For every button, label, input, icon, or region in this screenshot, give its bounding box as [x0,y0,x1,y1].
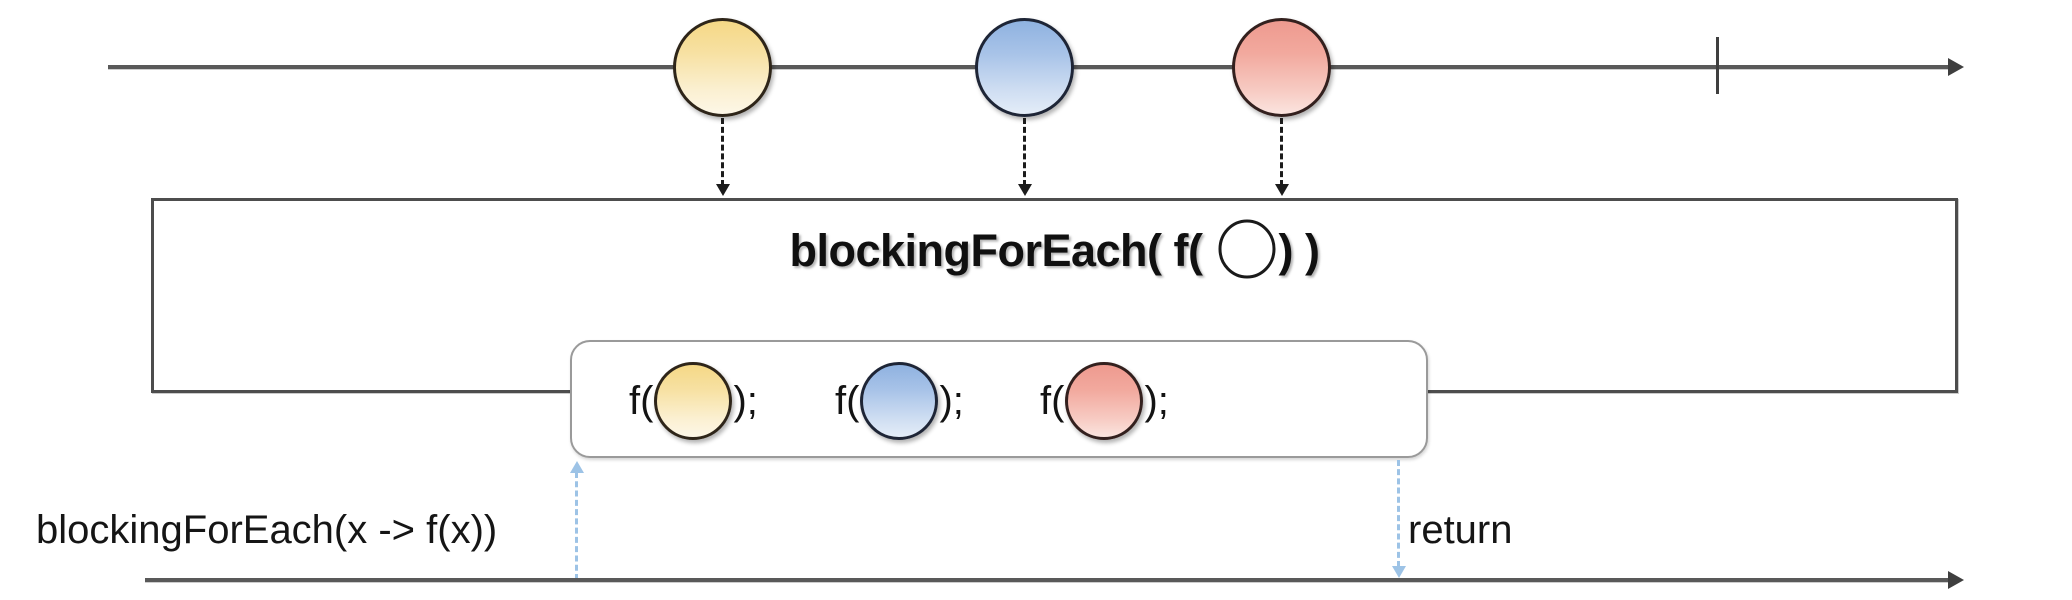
operator-label-prefix: blockingForEach( f( [789,225,1203,276]
source-marble-blue[interactable] [975,18,1074,117]
drop-arrow-yellow [716,184,730,196]
operator-label-suffix: ) ) [1278,225,1320,276]
drop-line-red [1280,118,1283,186]
inner-call-1-suffix: ); [733,378,758,423]
return-connector-arrowhead [1392,566,1406,578]
inner-call-item-3[interactable]: f( ); [1040,342,1169,460]
operator-hollow-marble-icon [1217,219,1277,279]
drop-line-blue [1023,118,1026,186]
inner-call-1-prefix: f( [629,378,654,423]
call-connector-line [575,472,578,580]
inner-call-item-2[interactable]: f( ); [835,342,964,460]
inner-call-2-prefix: f( [835,378,860,423]
return-connector-line [1397,460,1400,567]
inner-call-3-suffix: ); [1144,378,1169,423]
caller-invocation-label: blockingForEach(x -> f(x)) [36,508,498,552]
inner-call-1-marble-yellow [654,362,733,440]
return-label: return [1408,508,1513,552]
source-timeline-arrowhead [1948,58,1964,76]
caller-timeline-line [145,578,1956,582]
drop-arrow-blue [1018,184,1032,196]
drop-arrow-red [1275,184,1289,196]
source-marble-red[interactable] [1232,18,1331,117]
operator-label: blockingForEach( f( ) ) [154,219,1955,279]
inner-call-3-prefix: f( [1040,378,1065,423]
inner-call-box: f( ); f( ); f( ); [570,340,1428,458]
call-connector-arrowhead [570,461,584,473]
source-marble-yellow[interactable] [673,18,772,117]
inner-call-item-1[interactable]: f( ); [629,342,758,460]
inner-call-2-marble-blue [860,362,939,440]
source-timeline-completion-tick [1716,37,1719,94]
inner-call-2-suffix: ); [939,378,964,423]
inner-call-3-marble-red [1065,362,1144,440]
caller-timeline-arrowhead [1948,571,1964,589]
drop-line-yellow [721,118,724,186]
